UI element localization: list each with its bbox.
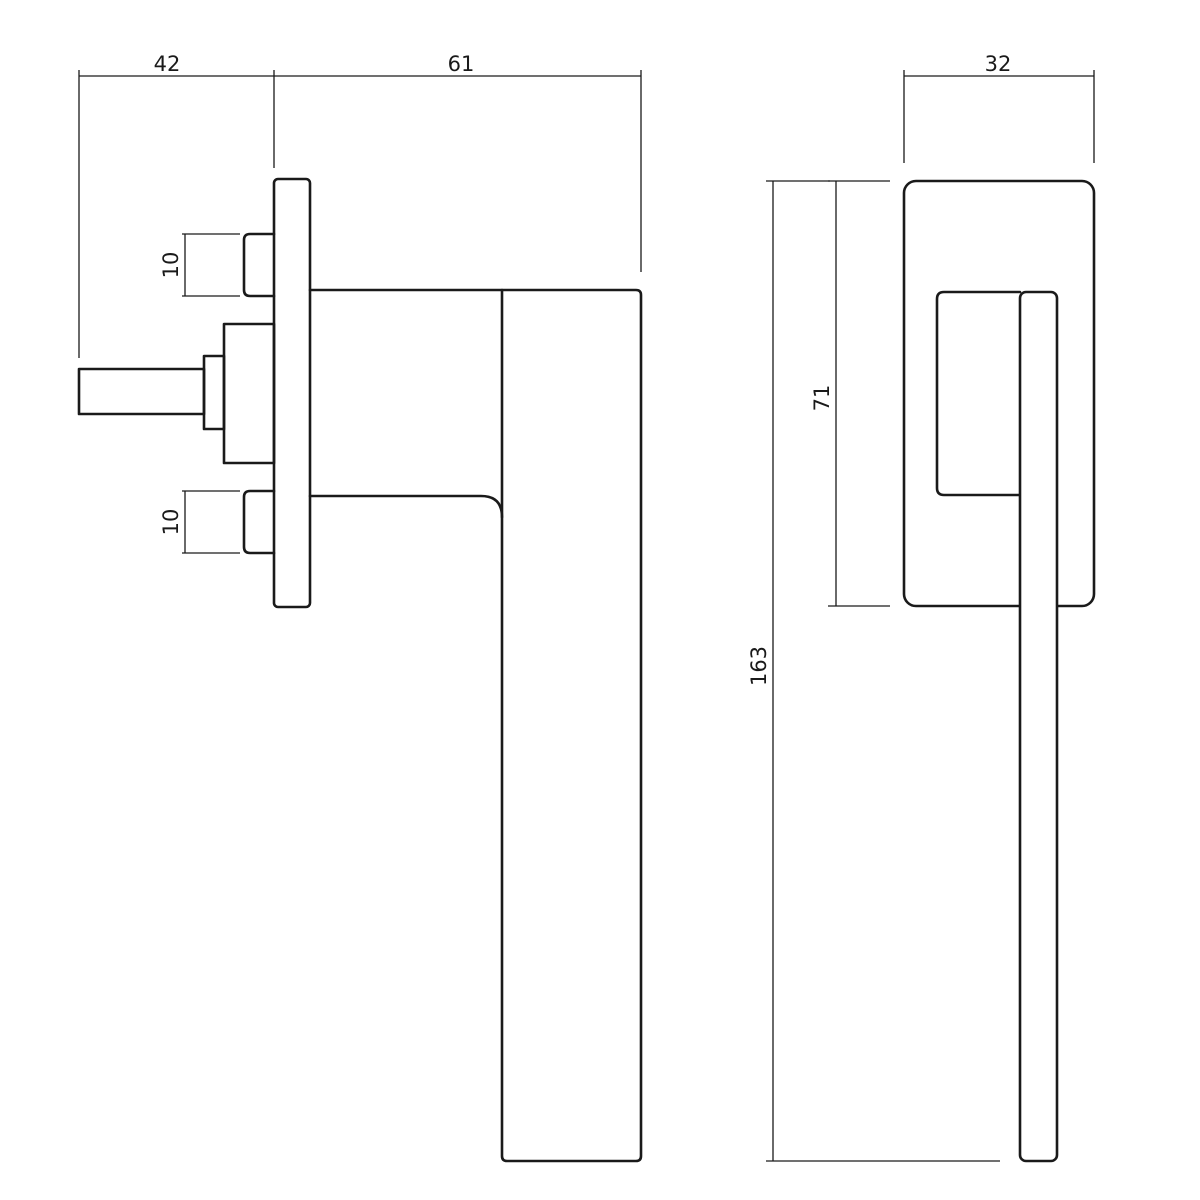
- rose-plate-front: [902, 179, 1096, 608]
- rose-recess: [935, 290, 1022, 497]
- handle-base-block: [222, 322, 276, 465]
- front-view: [902, 179, 1096, 1163]
- handle-lever-front: [1018, 290, 1059, 1163]
- rose-plate-side: [272, 177, 312, 609]
- spindle: [77, 367, 206, 416]
- dim-label-total-height: 163: [747, 646, 771, 686]
- side-view: [77, 177, 643, 1163]
- upper-screw-pin: [242, 232, 276, 298]
- dim-label-rose-width: 32: [985, 52, 1012, 76]
- dim-label-projection: 61: [448, 52, 475, 76]
- dimension-lines: [78, 70, 1095, 1162]
- spindle-collar: [202, 354, 226, 431]
- dim-label-upper-screw: 10: [159, 252, 183, 279]
- dim-label-lower-screw: 10: [159, 509, 183, 536]
- lower-screw-pin: [242, 489, 276, 555]
- dim-label-rose-height: 71: [810, 385, 834, 412]
- dim-label-spindle: 42: [154, 52, 181, 76]
- handle-lever-side: [308, 288, 643, 1163]
